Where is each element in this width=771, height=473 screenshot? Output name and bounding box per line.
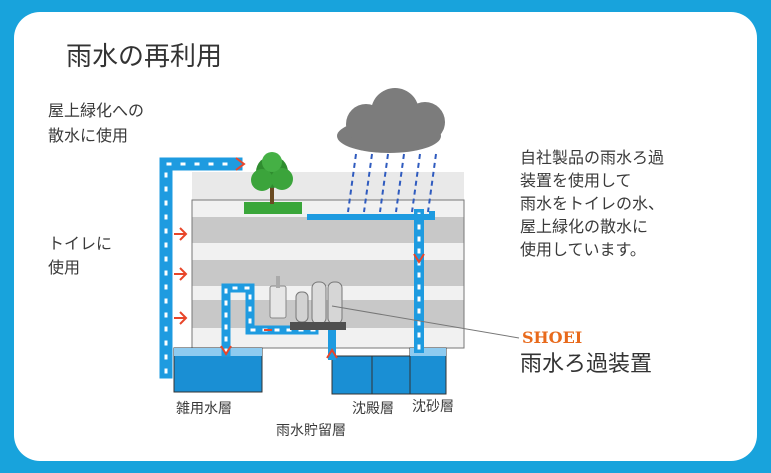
rooftop-note-line: 屋上緑化への: [48, 101, 145, 120]
sand-tank: [409, 347, 447, 395]
device-name: 雨水ろ過装置: [520, 352, 653, 377]
tank-label-misc: 雑用水層: [176, 401, 232, 417]
filter-device-icon: [269, 276, 346, 330]
cloud-icon: [337, 88, 445, 153]
rain-icon: [347, 153, 437, 213]
toilet-note-line: 使用: [48, 258, 81, 277]
rooftop-note: 屋上緑化への 散水に使用: [48, 98, 144, 148]
brand-name: SHOEI: [522, 328, 583, 347]
toilet-note: トイレに 使用: [48, 232, 112, 280]
description-line: 装置を使用して: [520, 171, 632, 190]
toilet-note-line: トイレに: [48, 234, 113, 253]
description-line: 雨水をトイレの水、: [520, 194, 665, 213]
sediment-tank: [371, 355, 411, 395]
tank-label-sand: 沈砂層: [412, 399, 454, 415]
description: 自社製品の雨水ろ過 装置を使用して 雨水をトイレの水、 屋上緑化の散水に 使用し…: [520, 146, 664, 261]
tank-label-sediment: 沈殿層: [352, 401, 394, 417]
pipes: [159, 157, 435, 379]
rooftop-note-line: 散水に使用: [48, 126, 129, 145]
storage-tank: [331, 355, 373, 395]
flow-arrows: [174, 157, 425, 359]
diagram-panel: 雨水の再利用 屋上緑化への 散水に使用 トイレに 使用 自社製品の雨水ろ過 装置…: [14, 12, 757, 461]
tree-icon: [244, 152, 302, 214]
page-title: 雨水の再利用: [66, 42, 223, 72]
misc-water-tank: [173, 347, 263, 393]
description-line: 使用しています。: [520, 240, 646, 259]
description-line: 屋上緑化の散水に: [520, 217, 649, 236]
rainwater-diagram: [159, 88, 520, 395]
leader-line: [331, 305, 520, 339]
tank-label-storage: 雨水貯留層: [276, 423, 346, 439]
description-line: 自社製品の雨水ろ過: [520, 148, 665, 167]
